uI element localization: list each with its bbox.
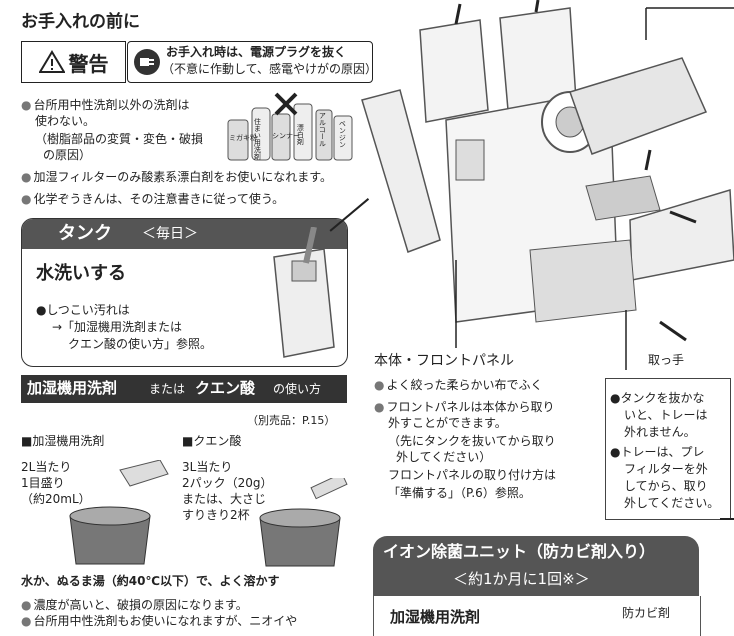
dissolve-instruction: 水か、ぬるま湯（約40℃以下）で、よく溶かす (21, 574, 280, 588)
tank-note-3: クエン酸の使い方」参照。 (68, 337, 213, 351)
humidifier-illustration (361, 0, 734, 370)
tray-note-a3: 外れません。 (624, 425, 696, 439)
note-1-line4: の原因） (43, 148, 92, 162)
tank-section: タンク ＜毎日＞ 水洗いする ●しつこい汚れは →「加湿機用洗剤または クエン酸… (21, 218, 348, 367)
warning-label: 警告 (68, 51, 109, 76)
usage-title-a: 加湿機用洗剤 (27, 379, 118, 397)
tray-note-box: ●タンクを抜かな いと、トレーは 外れません。 ●トレーは、プレ フィルターを外… (605, 378, 731, 520)
note-2: ●加湿フィルターのみ酸素系漂白剤をお使いになれます。 (21, 170, 333, 184)
tank-title: タンク (58, 223, 112, 244)
ion-unit-title: イオン除菌ユニット（防カビ剤入り） (383, 542, 656, 561)
tank-note-2: →「加湿機用洗剤または (52, 320, 183, 334)
tray-note-a1: ●タンクを抜かな (610, 391, 705, 405)
bottle-label-6: ベンジン (338, 120, 347, 148)
tray-note-b4: 外してください。 (624, 496, 720, 510)
note-1-line2: 使わない。 (35, 114, 96, 128)
body-panel-line-5: フロントパネルの取り付け方は (388, 468, 557, 482)
tank-action: 水洗いする (36, 263, 126, 284)
tank-note-1: ●しつこい汚れは (36, 303, 130, 317)
ion-unit-subtitle: 加湿機用洗剤 (390, 608, 481, 626)
unplug-title: お手入れ時は、電源プラグを抜く (166, 45, 347, 59)
citric-l1: 3L当たり (182, 460, 233, 474)
warning-badge: 警告 (21, 41, 126, 83)
note-1: ●台所用中性洗剤以外の洗剤は (21, 98, 190, 112)
caution-1: ●濃度が高いと、破損の原因になります。 (21, 598, 248, 612)
citric-bucket-illustration (259, 478, 348, 567)
handle-label: 取っ手 (648, 353, 685, 367)
bottle-label-5: アルコール (318, 112, 327, 147)
page-title: お手入れの前に (21, 12, 140, 32)
usage-title-suffix: の使い方 (273, 382, 322, 396)
citric-title: ■クエン酸 (182, 434, 242, 448)
tray-note-a2: いと、トレーは (624, 408, 708, 422)
ion-unit-side-label: 防カビ剤 (622, 606, 671, 620)
body-panel-line-3: （先にタンクを抜いてから取り (388, 434, 556, 448)
usage-title-b: クエン酸 (195, 379, 256, 397)
body-panel-line-2: 外すことができます。 (388, 416, 507, 430)
detergent-l3: （約20mL） (21, 492, 91, 506)
body-panel-line-6: 「準備する」（P.6）参照。 (388, 486, 531, 500)
unplug-warning: お手入れ時は、電源プラグを抜く （不意に作動して、感電やけがの原因） (127, 41, 377, 83)
bottle-label-1: ミガキ粉 (229, 134, 257, 142)
body-panel-bullet-1: ●よく絞った柔らかい布でふく (374, 378, 543, 392)
tray-note-b2: フィルターを外 (624, 462, 708, 476)
ion-callout-line (720, 518, 734, 520)
tray-note-b1: ●トレーは、プレ (610, 445, 705, 459)
sold-separately: （別売品：P.15） (247, 414, 336, 427)
unplug-reason: （不意に作動して、感電やけがの原因） (162, 62, 378, 76)
tank-frequency: ＜毎日＞ (142, 226, 198, 242)
detergent-bucket-illustration (69, 460, 169, 565)
ion-unit-header: イオン除菌ユニット（防カビ剤入り） ＜約1か月に1回※＞ (373, 536, 699, 596)
tank-header: タンク ＜毎日＞ (22, 219, 347, 249)
usage-title-or: または (149, 382, 186, 396)
bottle-label-3: シンナー (272, 132, 300, 140)
warning-triangle-icon (38, 50, 65, 73)
detergent-title: ■加湿機用洗剤 (21, 434, 105, 448)
citric-l4: すりきり2杯 (182, 508, 250, 522)
bottle-label-4: 漂白剤 (296, 124, 305, 145)
unplug-icon (134, 49, 160, 75)
bottle-label-2: 住まい用洗剤 (253, 118, 262, 160)
tray-note-b3: してから、取り (624, 479, 708, 493)
detergent-l1: 2L当たり (21, 460, 72, 474)
tank-illustration (273, 227, 335, 358)
prohibited-cleaners-illustration (227, 92, 353, 161)
citric-l2: 2パック（20g） (182, 476, 273, 490)
citric-l3: または、大さじ (182, 492, 267, 506)
note-1-line3: （樹脂部品の変質・変色・破損 (35, 132, 204, 146)
usage-header: 加湿機用洗剤 または クエン酸 の使い方 (21, 375, 347, 403)
body-panel-bullet-2: ●フロントパネルは本体から取り (374, 400, 555, 414)
note-3: ●化学ぞうきんは、その注意書きに従って使う。 (21, 192, 285, 206)
body-panel-title: 本体・フロントパネル (374, 353, 514, 369)
body-panel-line-4: 外してください） (396, 450, 492, 464)
ion-unit-body: 加湿機用洗剤 防カビ剤 (373, 596, 701, 636)
caution-2: ●台所用中性洗剤もお使いになれますが、ニオイや (21, 614, 298, 628)
ion-unit-frequency: ＜約1か月に1回※＞ (453, 570, 590, 588)
detergent-l2: 1目盛り (21, 476, 65, 490)
